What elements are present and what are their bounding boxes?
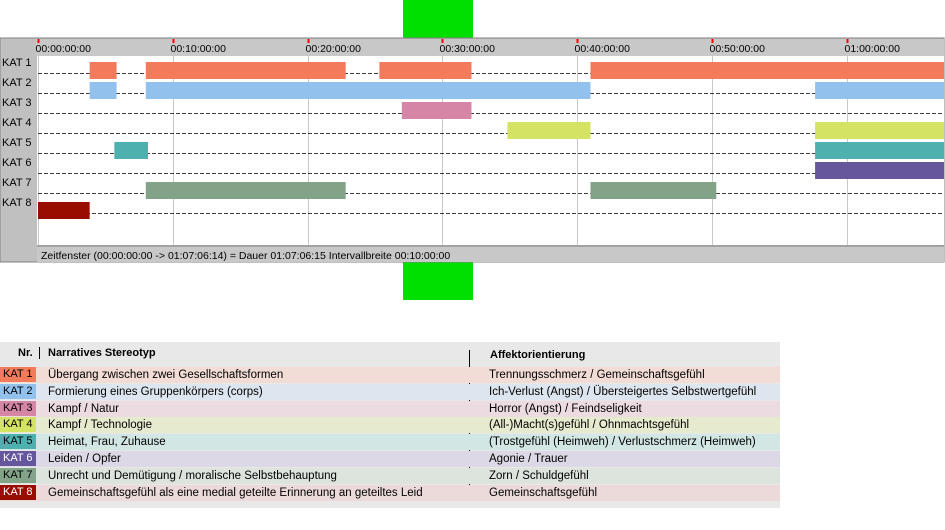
interval-bar <box>590 182 717 199</box>
legend-row: KAT 4 Kampf / Technologie (All-)Macht(s)ge… <box>0 417 780 434</box>
row-label: KAT 5 <box>2 137 32 149</box>
tick-label: 01:00:00:00 <box>845 43 901 55</box>
legend-row: KAT 2 Formierung eines Gruppenkörpers (co… <box>0 383 780 400</box>
category-badge: KAT 7 <box>0 467 36 483</box>
affect-text: Zorn / Schuldgefühl <box>489 469 589 482</box>
row-label-group: KAT 1 KAT 2 KAT 3 KAT 4 KAT 5 KAT 6 KAT 7 KAT 8 <box>2 57 32 209</box>
header-separator <box>39 347 40 359</box>
legend-row: KAT 6 Leiden / Opfer Agonie / Trauer <box>0 451 780 467</box>
row-label: KAT 8 <box>2 197 32 209</box>
legend-row: KAT 5 Heimat, Frau, Zuhause (Trostgefühl (… <box>0 434 780 451</box>
header-narrative: Narratives Stereotyp <box>48 347 156 359</box>
legend-table: Nr. Narratives Stereotyp Affektorientier… <box>0 342 780 508</box>
ruler <box>36 39 944 56</box>
legend-row: KAT 3 Kampf / Natur Horror (Angst) / Feind… <box>0 400 780 417</box>
affect-text: (All-)Macht(s)gefühl / Ohnmachtsgefühl <box>489 419 690 432</box>
affect-text: Horror (Angst) / Feindseligkeit <box>489 402 642 415</box>
legend-row: KAT 8 Gemeinschaftsgefühl als eine medial… <box>0 484 780 501</box>
tick-label: 00:40:00:00 <box>575 43 631 55</box>
category-badge: KAT 8 <box>0 484 36 500</box>
tick-label: 00:00:00:00 <box>36 43 92 55</box>
interval-bar <box>145 62 346 79</box>
narrative-text: Übergang zwischen zwei Gesellschaftsform… <box>48 369 284 381</box>
row-label: KAT 2 <box>2 77 32 89</box>
interval-bar <box>114 142 149 159</box>
category-badge: KAT 1 <box>0 367 36 382</box>
interval-bar <box>145 82 591 99</box>
status-text: Zeitfenster (00:00:00:00 -> 01:07:06:14)… <box>41 250 450 262</box>
tick-label: 00:10:00:00 <box>171 43 227 55</box>
category-badge: KAT 2 <box>0 383 36 399</box>
legend-row: KAT 1 Übergang zwischen zwei Gesellschaft… <box>0 367 780 383</box>
category-badge: KAT 5 <box>0 434 36 450</box>
affect-text: Agonie / Trauer <box>489 453 568 465</box>
interval-bar <box>379 62 472 79</box>
category-badge: KAT 6 <box>0 451 36 466</box>
row-label: KAT 7 <box>2 177 32 189</box>
narrative-text: Kampf / Natur <box>48 402 119 415</box>
interval-bar <box>815 82 944 99</box>
interval-bar <box>815 162 944 179</box>
interval-bar <box>507 122 591 139</box>
affect-text: (Trostgefühl (Heimweh) / Verlustschmerz … <box>489 436 756 449</box>
affect-text: Trennungsschmerz / Gemeinschaftsgefühl <box>489 369 705 381</box>
tick-label: 00:50:00:00 <box>710 43 766 55</box>
affect-text: Gemeinschaftsgefühl <box>489 486 598 499</box>
bar-group <box>38 62 944 219</box>
affect-text: Ich-Verlust (Angst) / Übersteigertes Sel… <box>489 385 757 398</box>
interval-bar <box>145 182 346 199</box>
interval-bar <box>590 62 944 79</box>
narrative-text: Gemeinschaftsgefühl als eine medial gete… <box>48 486 423 499</box>
row-label: KAT 4 <box>2 117 32 129</box>
marker-top <box>403 0 473 38</box>
interval-bar <box>38 202 90 219</box>
narrative-text: Formierung eines Gruppenkörpers (corps) <box>48 385 263 398</box>
row-label: KAT 3 <box>2 97 32 109</box>
narrative-text: Kampf / Technologie <box>48 419 152 432</box>
header-nr: Nr. <box>18 347 33 359</box>
status-bar <box>37 246 944 262</box>
tick-label: 00:30:00:00 <box>440 43 496 55</box>
category-badge: KAT 4 <box>0 417 36 433</box>
marker-bottom <box>403 262 473 300</box>
narrative-text: Heimat, Frau, Zuhause <box>48 436 166 449</box>
timeline-chart: 00:00:00:00 00:10:00:00 00:20:00:00 00:30:0… <box>0 0 945 300</box>
row-label: KAT 6 <box>2 157 32 169</box>
interval-bar <box>815 142 944 159</box>
interval-bar <box>401 102 472 119</box>
narrative-text: Unrecht und Demütigung / moralische Selb… <box>48 469 337 482</box>
narrative-text: Leiden / Opfer <box>48 453 121 465</box>
row-label: KAT 1 <box>2 57 32 69</box>
interval-bar <box>815 122 944 139</box>
interval-bar <box>89 62 117 79</box>
interval-bar <box>89 82 117 99</box>
header-affect: Affektorientierung <box>490 349 586 361</box>
legend-row: KAT 7 Unrecht und Demütigung / moralische… <box>0 467 780 484</box>
tick-label: 00:20:00:00 <box>306 43 362 55</box>
category-badge: KAT 3 <box>0 400 36 416</box>
